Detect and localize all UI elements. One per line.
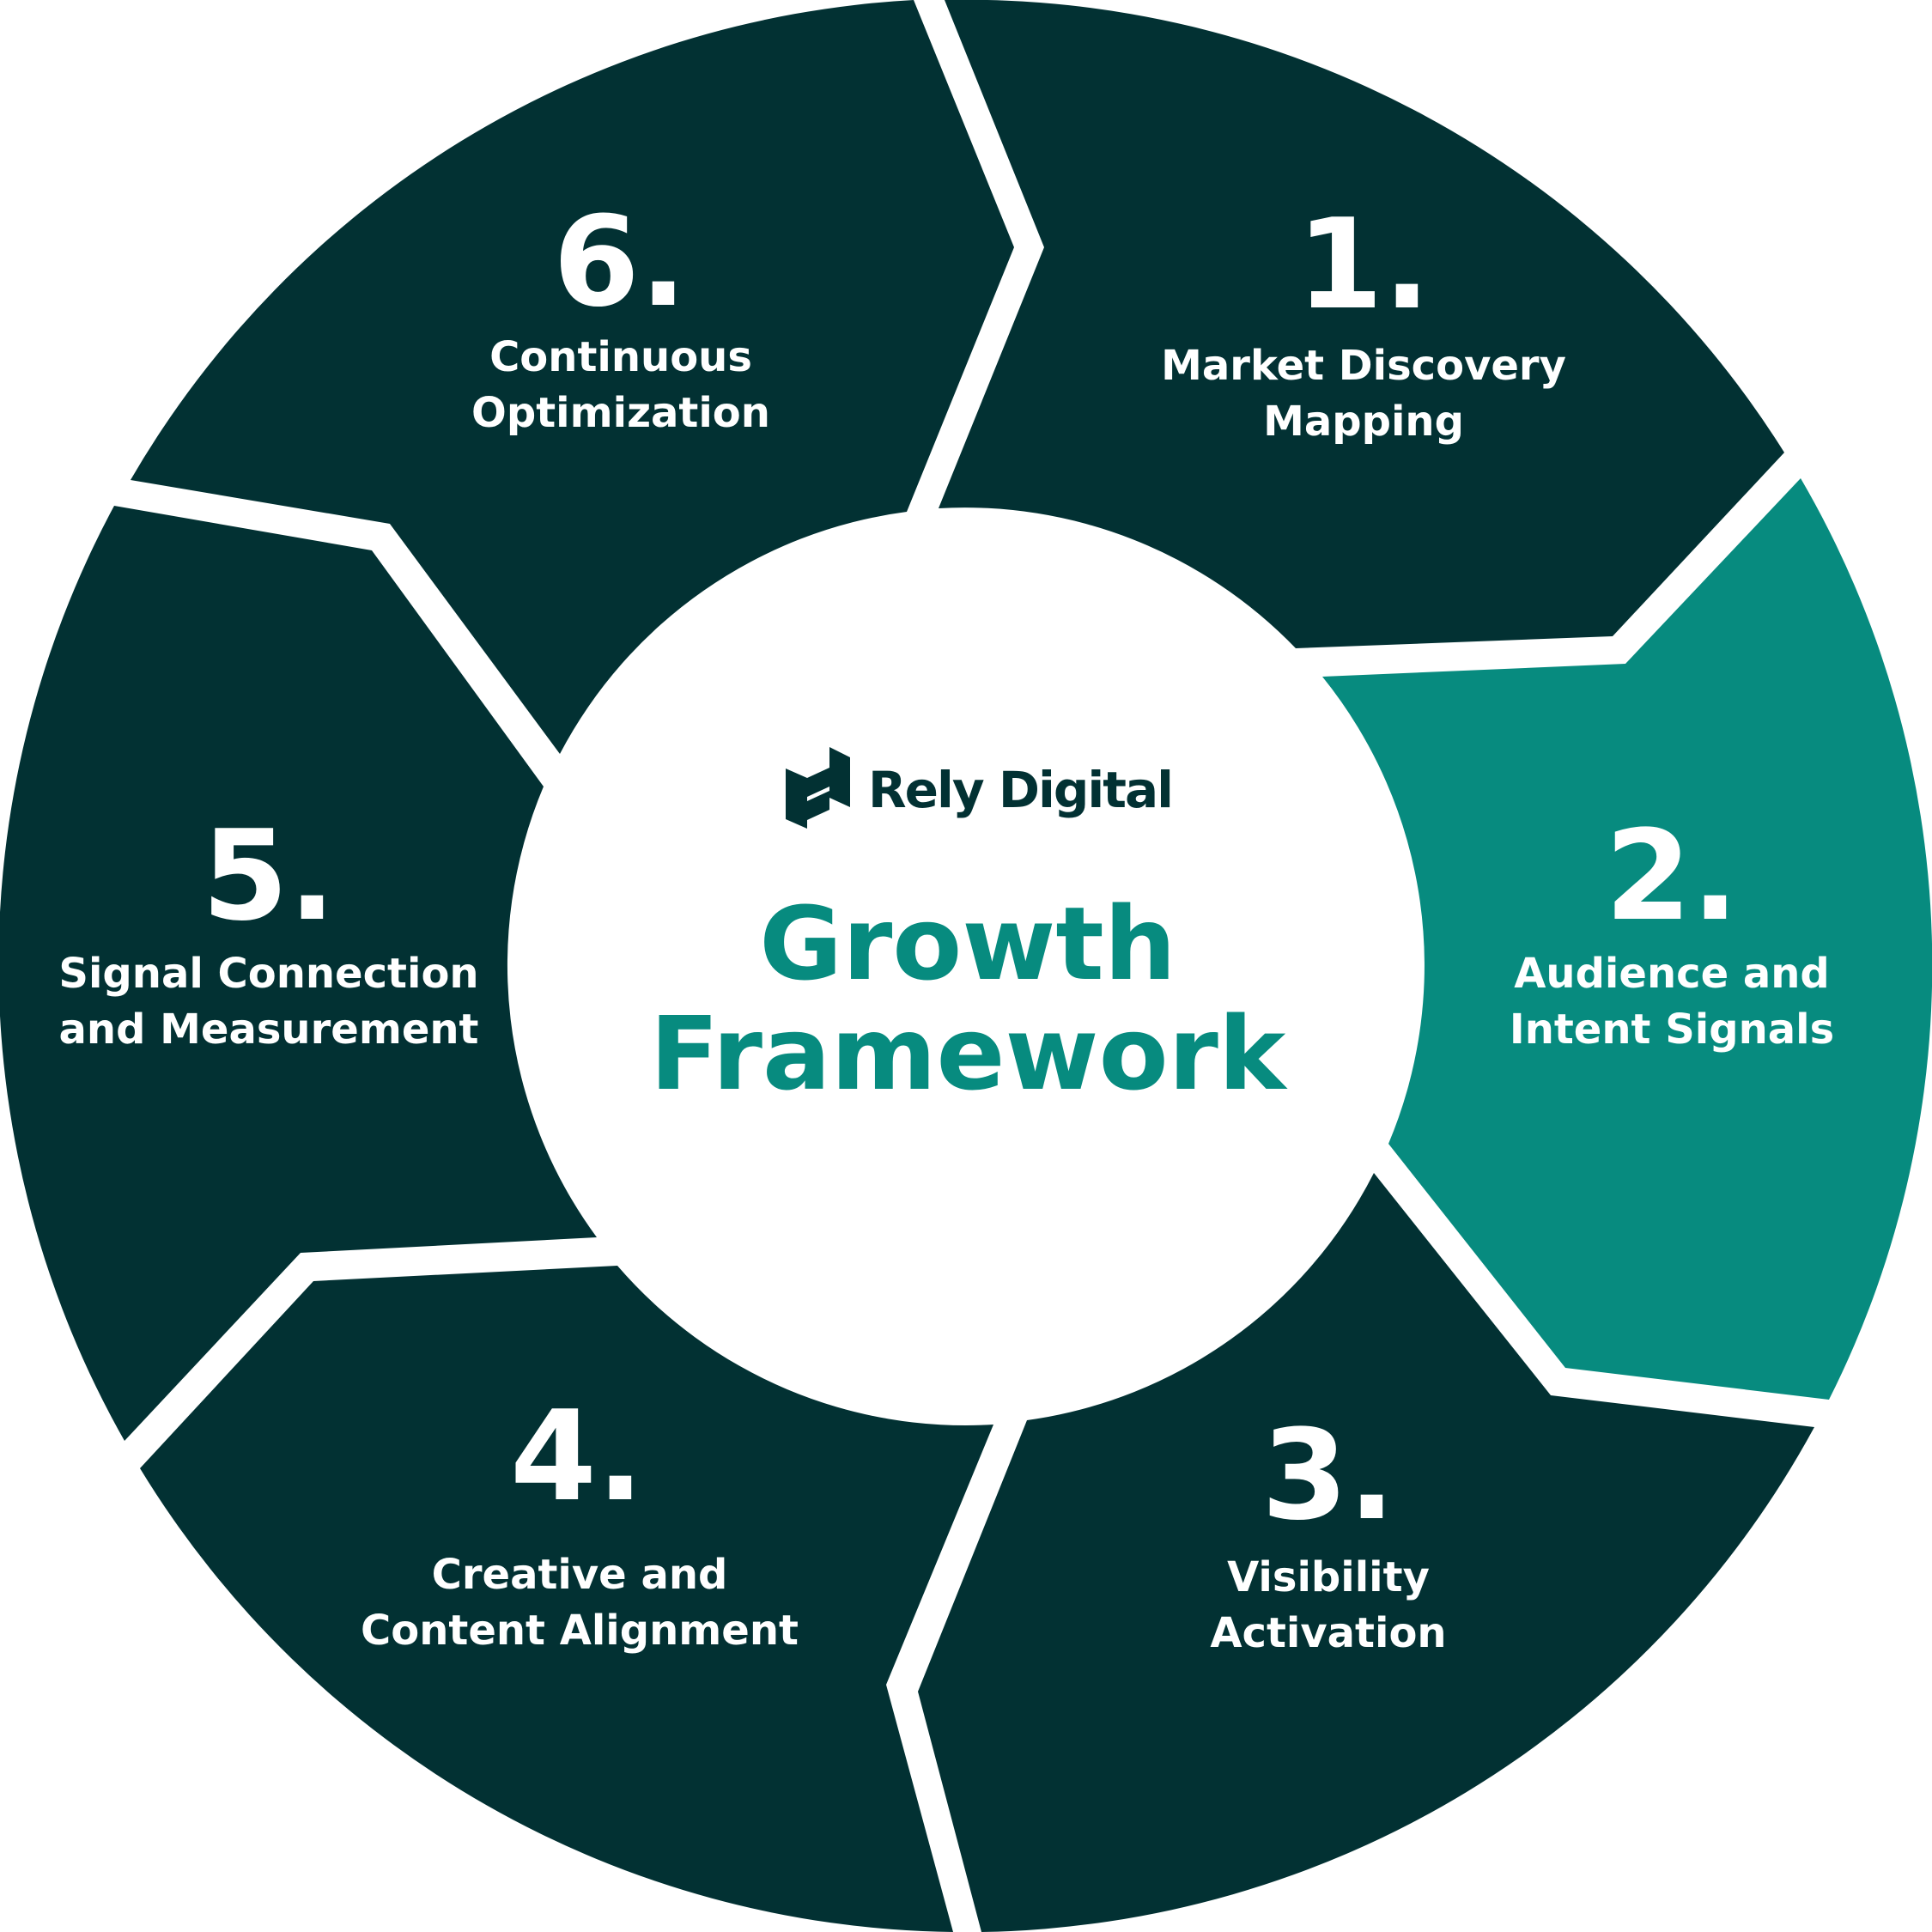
segment-6-label-line1: Continuous	[489, 333, 752, 381]
segment-4-number: 4.	[510, 1384, 644, 1529]
brand-name: Rely Digital	[868, 761, 1172, 819]
center-title: Growth Framework	[650, 884, 1288, 1113]
rely-digital-logo-icon	[786, 747, 850, 829]
segment-5-number: 5.	[202, 804, 336, 949]
segment-1-shape[interactable]	[939, 0, 1784, 648]
segment-1-label-line1: Market Discovery	[1161, 342, 1566, 390]
segment-5-shape[interactable]	[0, 506, 597, 1441]
segment-5-label-line1: Signal Connection	[58, 950, 478, 998]
segment-4-label-line1: Creative and	[432, 1551, 728, 1599]
segment-2-label-line2: Intent Signals	[1510, 1005, 1834, 1054]
segment-3-label-line1: Visibility	[1227, 1553, 1430, 1601]
segment-2-number: 2.	[1605, 804, 1739, 949]
segment-2-content: 2. Audience and Intent Signals	[1510, 804, 1834, 1054]
segment-3-label-line2: Activation	[1210, 1609, 1446, 1657]
brand-logo: Rely Digital	[786, 747, 1174, 829]
segment-3-number: 3.	[1261, 1403, 1395, 1548]
segment-4-content: 4. Creative and Content Alignment	[361, 1384, 799, 1655]
segment-2-shape[interactable]	[1322, 478, 1932, 1400]
segment-6-content: 6. Continuous Optimization	[471, 190, 770, 437]
segment-3-shape[interactable]	[918, 1173, 1814, 1932]
segment-1-label-line2: Mapping	[1263, 398, 1464, 446]
segment-5-label-line2: and Measurement	[59, 1005, 479, 1054]
segment-4-shape[interactable]	[140, 1266, 993, 1932]
center-title-line1: Growth	[759, 884, 1176, 1003]
segment-6-shape[interactable]	[131, 0, 1014, 754]
segment-6-label-line2: Optimization	[471, 389, 770, 437]
segment-5-content: 5. Signal Connection and Measurement	[58, 804, 478, 1054]
segment-2-label-line1: Audience and	[1514, 950, 1830, 998]
segment-3-content: 3. Visibility Activation	[1210, 1403, 1446, 1657]
segment-4-label-line2: Content Alignment	[361, 1607, 799, 1655]
segment-1-number: 1.	[1297, 192, 1431, 337]
segment-1-content: 1. Market Discovery Mapping	[1161, 192, 1566, 446]
segment-6-number: 6.	[553, 190, 687, 335]
center-title-line2: Framework	[650, 994, 1288, 1113]
